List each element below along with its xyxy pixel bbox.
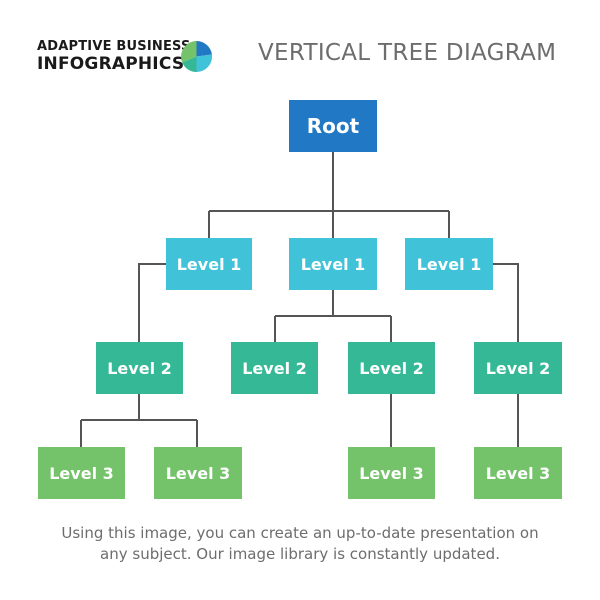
node-level3-d: Level 3 bbox=[474, 447, 562, 499]
right-elbow bbox=[492, 263, 519, 342]
node-level1-left: Level 1 bbox=[166, 238, 252, 290]
node-level2-a: Level 2 bbox=[96, 342, 183, 394]
node-level2-b: Level 2 bbox=[231, 342, 318, 394]
caption-line-1: Using this image, you can create an up-t… bbox=[61, 524, 539, 542]
node-level1-right: Level 1 bbox=[405, 238, 493, 290]
node-level1-middle: Level 1 bbox=[289, 238, 377, 290]
caption-text: Using this image, you can create an up-t… bbox=[0, 523, 600, 565]
brand-line-2: INFOGRAPHICS bbox=[37, 54, 185, 74]
node-level2-d: Level 2 bbox=[474, 342, 562, 394]
left-elbow bbox=[138, 263, 167, 342]
brand-line-1: ADAPTIVE BUSINESS bbox=[37, 39, 191, 54]
node-level2-c: Level 2 bbox=[348, 342, 435, 394]
node-level3-a: Level 3 bbox=[38, 447, 125, 499]
node-level3-b: Level 3 bbox=[154, 447, 242, 499]
node-root: Root bbox=[289, 100, 377, 152]
pie-logo-icon bbox=[181, 40, 213, 73]
diagram-title: VERTICAL TREE DIAGRAM bbox=[258, 40, 557, 66]
caption-line-2: any subject. Our image library is consta… bbox=[100, 545, 500, 563]
node-level3-c: Level 3 bbox=[348, 447, 435, 499]
brand-name: ADAPTIVE BUSINESS INFOGRAPHICS bbox=[37, 40, 191, 74]
